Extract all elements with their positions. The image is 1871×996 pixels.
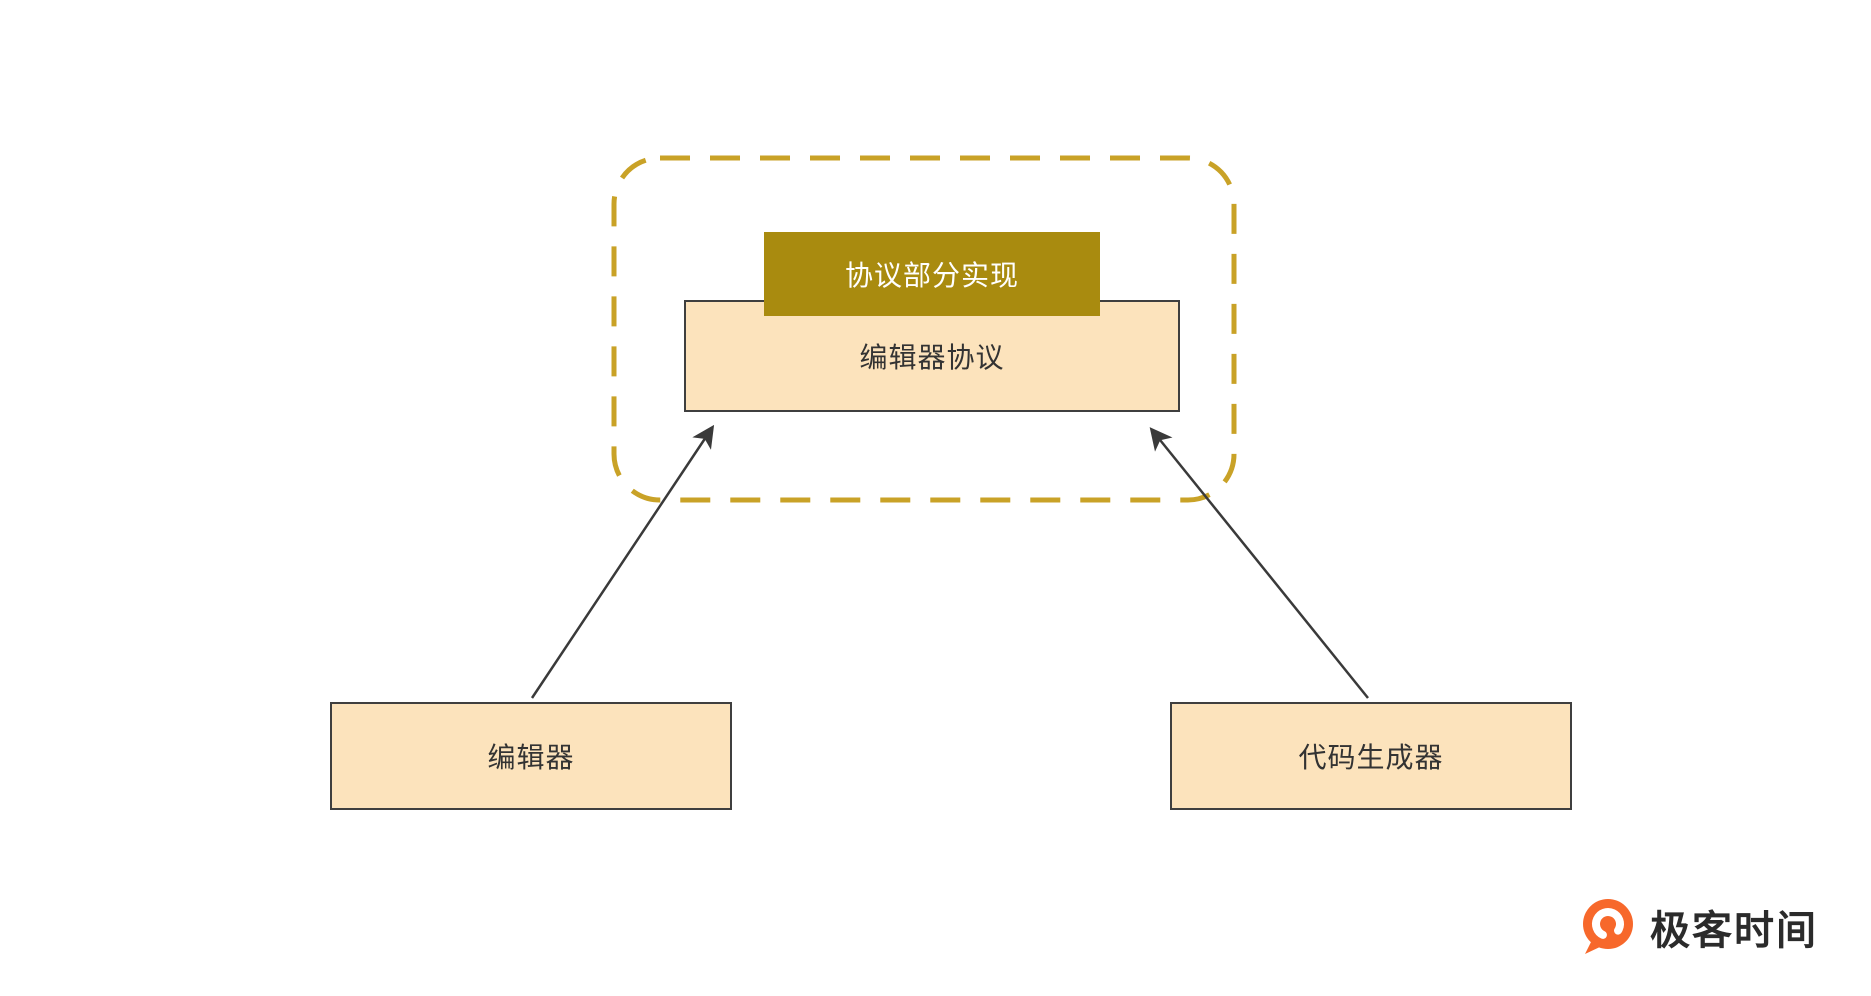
brand-logo-text: 极客时间 <box>1650 909 1818 953</box>
brand-logo: 极客时间 <box>1578 898 1818 956</box>
codegen-box: 代码生成器 <box>1170 702 1572 810</box>
geektime-icon <box>1583 899 1633 954</box>
editor-label: 编辑器 <box>487 742 575 773</box>
codegen-label: 代码生成器 <box>1298 742 1444 773</box>
editor-protocol-label: 编辑器协议 <box>859 342 1005 373</box>
protocol-impl-box: 协议部分实现 <box>764 232 1100 316</box>
arrow-codegen-to-protocol <box>1149 427 1369 699</box>
protocol-impl-label: 协议部分实现 <box>844 260 1019 291</box>
arrow-editor-to-protocol <box>530 424 715 699</box>
editor-box: 编辑器 <box>330 702 732 810</box>
dashed-boundary <box>611 155 1237 503</box>
editor-protocol-box: 编辑器协议 <box>684 300 1180 412</box>
